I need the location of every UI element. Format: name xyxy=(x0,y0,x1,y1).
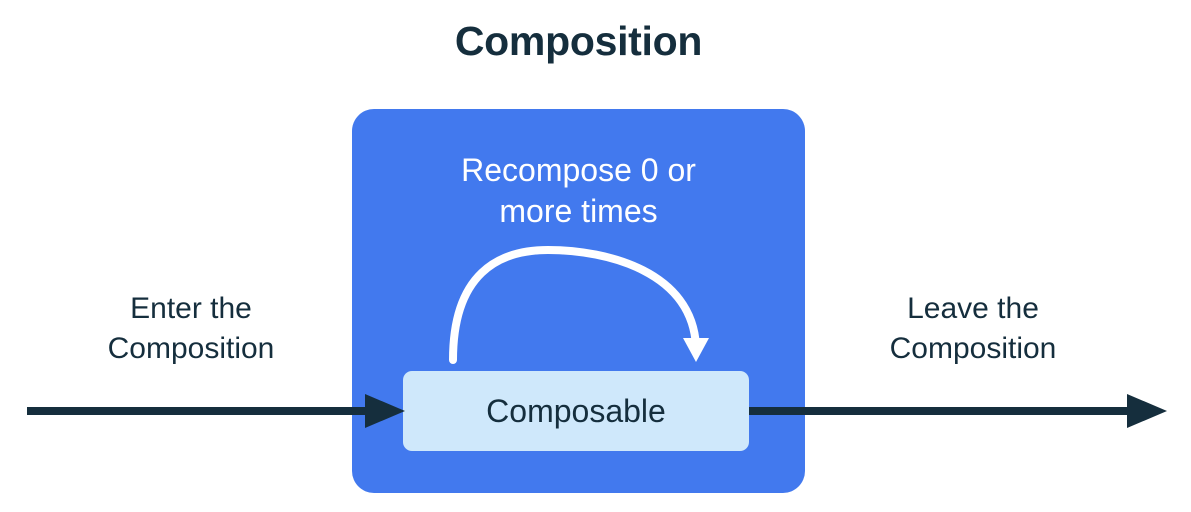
enter-composition-label: Enter the Composition xyxy=(107,292,275,365)
curved-loop-arrow-icon xyxy=(449,245,709,364)
composable-node xyxy=(403,371,749,451)
page-title: Composition xyxy=(454,18,703,64)
recompose-label: Recompose 0 or more times xyxy=(461,152,696,229)
leave-arrow-right-icon xyxy=(749,394,1167,428)
composable-node-label: Composable xyxy=(486,392,666,429)
leave-composition-label: Leave the Composition xyxy=(889,292,1057,365)
enter-arrow-right-icon xyxy=(27,394,405,428)
